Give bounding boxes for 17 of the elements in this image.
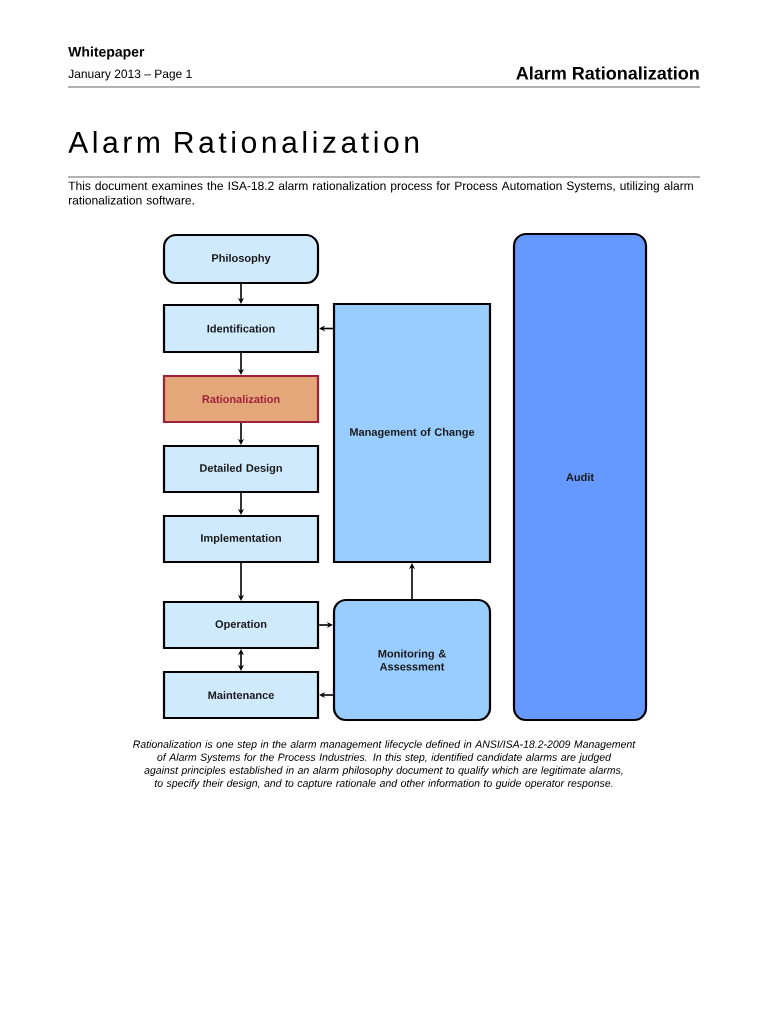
- arrow: [237, 649, 245, 671]
- rounded-box: Philosophy: [162, 233, 320, 285]
- header-text: Whitepaper: [68, 46, 145, 60]
- process-box: Maintenance: [162, 670, 320, 720]
- caption: Rationalization is one step in the alarm management lifecycle defined in ANSI/ISA-18.2-2009 Management of Alarm Systems for the Process Industries. In this step, identified candidate alarms are judged against principles established in an alarm philosophy document to qualify which are legitimate alarms, to specify their design, and to capture rationale and other information to guide operator response.: [133, 740, 636, 789]
- process-box: Implementation: [162, 514, 320, 564]
- rounded-box: Monitoring & Assessment: [332, 598, 492, 722]
- page-title: Alarm Rationalization: [68, 131, 419, 153]
- header-title: Alarm Rationalization: [516, 66, 699, 80]
- process-box: Detailed Design: [162, 444, 320, 494]
- intro-paragraph: This document examines the ISA-18.2 alarm rationalization process for Process Automation Systems, utilizing alarm rationalization software.: [68, 181, 693, 205]
- process-box: Rationalization: [162, 374, 320, 424]
- process-box: Operation: [162, 600, 320, 650]
- header-text: January 2013 – Page 1: [68, 69, 192, 81]
- process-box: Management of Change: [332, 302, 492, 564]
- rounded-box: Audit: [512, 232, 648, 722]
- process-box: Identification: [162, 303, 320, 354]
